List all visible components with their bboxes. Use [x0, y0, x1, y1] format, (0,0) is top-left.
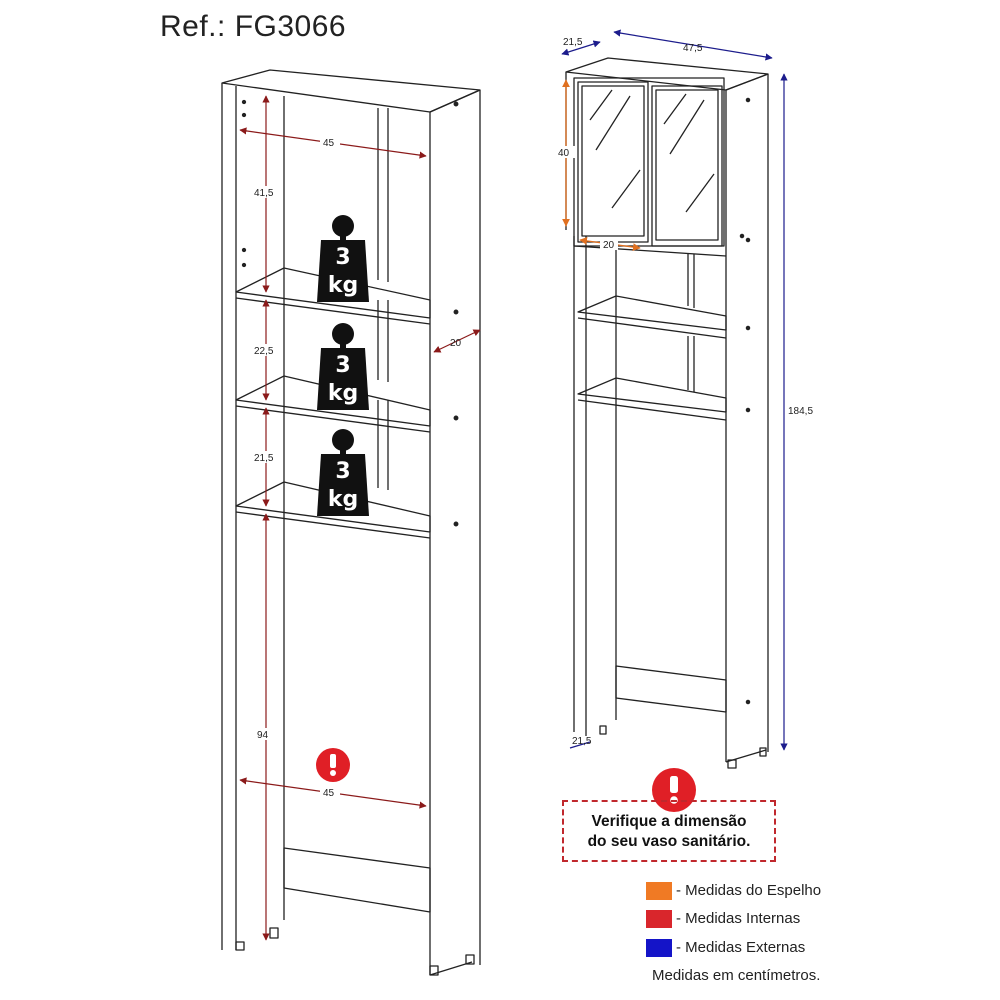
reference-title: Ref.: FG3066	[160, 10, 347, 43]
legend-label-mirror: - Medidas do Espelho	[676, 882, 822, 899]
legend-swatch-internal	[646, 910, 672, 928]
left-height-3-label: 21,5	[254, 453, 274, 464]
right-external-dimensions	[561, 29, 788, 751]
legend-mirror: - Medidas do Espelho	[646, 880, 986, 900]
legend-swatch-external	[646, 939, 672, 957]
left-height-1-label: 41,5	[254, 188, 274, 199]
right-total-height-label: 184,5	[788, 406, 813, 417]
left-height-4-label: 94	[257, 730, 269, 741]
left-width-bottom-label: 45	[323, 788, 335, 799]
left-height-2-label: 22,5	[254, 346, 274, 357]
right-mirror-dimensions	[562, 79, 641, 251]
weight-1-number: 3	[335, 245, 350, 270]
weight-3-unit: kg	[328, 487, 358, 512]
right-mirror-width-label: 20	[603, 240, 615, 251]
weight-icon-shelf-1: 3 kg	[317, 215, 369, 302]
left-depth-label: 20	[450, 338, 462, 349]
left-cabinet	[221, 69, 481, 976]
weight-3-number: 3	[335, 459, 350, 484]
legend-label-external: - Medidas Externas	[676, 939, 806, 956]
right-leg-depth-label: 21,5	[572, 736, 592, 747]
left-width-top-label: 45	[323, 138, 335, 149]
legend-external: - Medidas Externas	[646, 937, 986, 957]
right-depth-label: 21,5	[563, 37, 583, 48]
exclamation-icon-left	[316, 748, 350, 782]
units-note: Medidas em centímetros.	[652, 967, 821, 984]
weight-icon-shelf-3: 3 kg	[317, 429, 369, 516]
warning-line-1: Verifique a dimensão	[591, 813, 747, 830]
warning-line-2: do seu vaso sanitário.	[587, 833, 751, 850]
legend-swatch-mirror	[646, 882, 672, 900]
legend-label-internal: - Medidas Internas	[676, 910, 801, 927]
right-width-label: 47,5	[683, 43, 703, 54]
weight-1-unit: kg	[328, 273, 358, 298]
weight-2-unit: kg	[328, 381, 358, 406]
right-mirror-height-label: 40	[558, 148, 570, 159]
weight-icon-shelf-2: 3 kg	[317, 323, 369, 410]
toilet-warning-box: Verifique a dimensão do seu vaso sanitár…	[562, 800, 776, 862]
weight-2-number: 3	[335, 353, 350, 378]
right-cabinet	[565, 57, 769, 769]
legend-internal: - Medidas Internas	[646, 908, 986, 928]
